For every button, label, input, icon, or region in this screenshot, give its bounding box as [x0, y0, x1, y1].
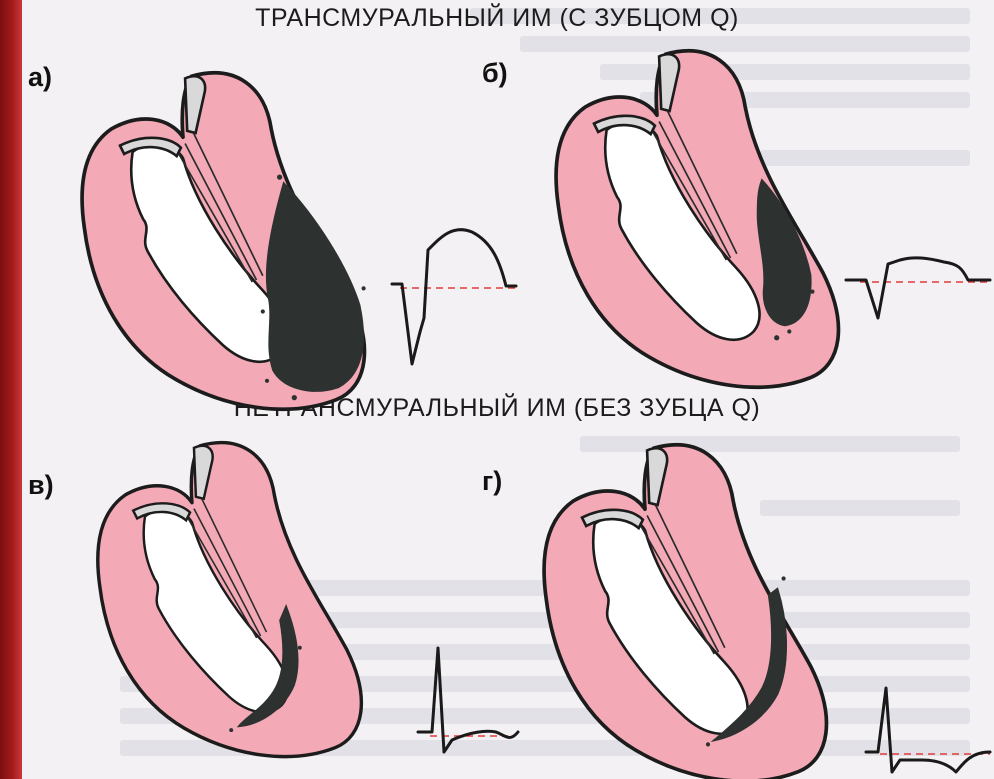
ecg-v [418, 648, 518, 752]
ecg-b [846, 258, 992, 318]
ecg-g [866, 688, 990, 772]
heart-g [544, 445, 826, 779]
heart-v [98, 443, 362, 757]
heart-b [556, 51, 838, 387]
heart-a [82, 73, 366, 409]
ecg-a [392, 230, 516, 364]
